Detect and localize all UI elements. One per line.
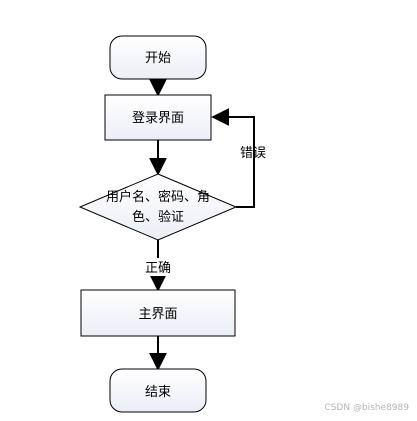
- decision-node: 用户名、密码、角 色、验证: [78, 173, 238, 241]
- decision-node-label-line2: 色、验证: [132, 209, 184, 225]
- start-node: 开始: [109, 35, 207, 80]
- watermark: CSDN @bishe8989: [324, 403, 409, 413]
- end-node: 结束: [109, 368, 207, 413]
- login-node: 登录界面: [104, 94, 212, 141]
- arrow-error-loop: [211, 108, 255, 208]
- main-node: 主界面: [80, 289, 236, 337]
- edge-label-correct: 正确: [145, 261, 171, 276]
- edge-label-error: 错误: [240, 146, 266, 161]
- main-node-label: 主界面: [138, 307, 177, 322]
- start-node-label: 开始: [145, 51, 171, 66]
- decision-node-label-line1: 用户名、密码、角: [106, 189, 210, 205]
- edge-label-correct-bg: [141, 258, 175, 276]
- login-node-label: 登录界面: [132, 111, 184, 126]
- end-node-label: 结束: [145, 385, 171, 400]
